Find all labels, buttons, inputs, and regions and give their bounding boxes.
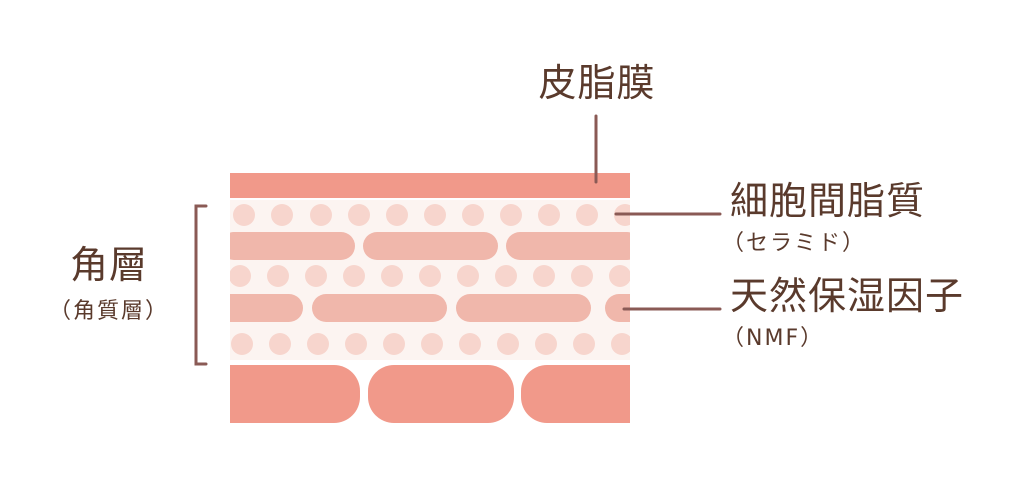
lipid-dot <box>305 265 327 287</box>
sebum-membrane-layer <box>230 173 630 198</box>
lipid-dot <box>500 204 522 226</box>
lipid-dot <box>230 265 251 287</box>
nmf-sublabel: （NMF） <box>722 326 824 351</box>
corneocyte-cell <box>506 232 630 260</box>
lipid-dot <box>271 204 293 226</box>
corneocyte-cell <box>368 365 514 423</box>
lipid-dot <box>497 333 519 355</box>
lipid-dot <box>611 333 630 355</box>
lipid-dot <box>421 333 443 355</box>
lipid-dot <box>233 204 255 226</box>
corneocyte-cell <box>363 232 498 260</box>
lipid-dot <box>573 333 595 355</box>
lipid-dot <box>419 265 441 287</box>
stratum-corneum-label: 角層 <box>70 243 148 287</box>
lipid-dot <box>383 333 405 355</box>
lipid-dot <box>307 333 329 355</box>
lipid-dot <box>457 265 479 287</box>
sebum-membrane-label: 皮脂膜 <box>538 61 655 105</box>
lipid-dot <box>495 265 517 287</box>
lipid-dot <box>343 265 365 287</box>
nmf-label: 天然保湿因子 <box>730 274 964 318</box>
lipid-dot-row <box>233 204 630 226</box>
corneocyte-cell <box>230 365 360 423</box>
lipid-dot <box>424 204 446 226</box>
leader-lines <box>194 114 722 366</box>
lipid-dot-row <box>230 265 630 287</box>
lipid-dot <box>571 265 593 287</box>
lipid-dot <box>609 265 630 287</box>
corneocyte-row <box>230 294 630 322</box>
corneocyte-cell <box>230 232 355 260</box>
lipid-dot <box>533 265 555 287</box>
lipid-dot <box>269 333 291 355</box>
intercellular-lipid-label: 細胞間脂質 <box>730 179 925 223</box>
corneocyte-cell <box>605 294 630 322</box>
lipid-dot <box>538 204 560 226</box>
lipid-dot <box>345 333 367 355</box>
corneocyte-row-bottom <box>230 365 630 423</box>
lipid-dot <box>535 333 557 355</box>
lipid-dot <box>267 265 289 287</box>
corneocyte-cell <box>521 365 630 423</box>
stratum-corneum-bracket <box>194 204 208 366</box>
lipid-dot <box>348 204 370 226</box>
corneocyte-cell <box>312 294 447 322</box>
lipid-dot <box>381 265 403 287</box>
stratum-corneum-sublabel: （角質層） <box>49 299 169 324</box>
corneocyte-cell <box>456 294 591 322</box>
lipid-dot <box>386 204 408 226</box>
labels: 皮脂膜 細胞間脂質 （セラミド） 天然保湿因子 （NMF） 角層 （角質層） <box>49 61 964 351</box>
lipid-dot <box>231 333 253 355</box>
skin-layers <box>230 173 630 423</box>
corneocyte-cell <box>230 294 303 322</box>
lipid-dot <box>310 204 332 226</box>
lipid-dot <box>459 333 481 355</box>
lipid-dot-row <box>231 333 630 355</box>
lipid-dot <box>576 204 598 226</box>
intercellular-lipid-sublabel: （セラミド） <box>722 231 866 256</box>
lipid-dot <box>462 204 484 226</box>
corneocyte-row <box>230 232 630 260</box>
